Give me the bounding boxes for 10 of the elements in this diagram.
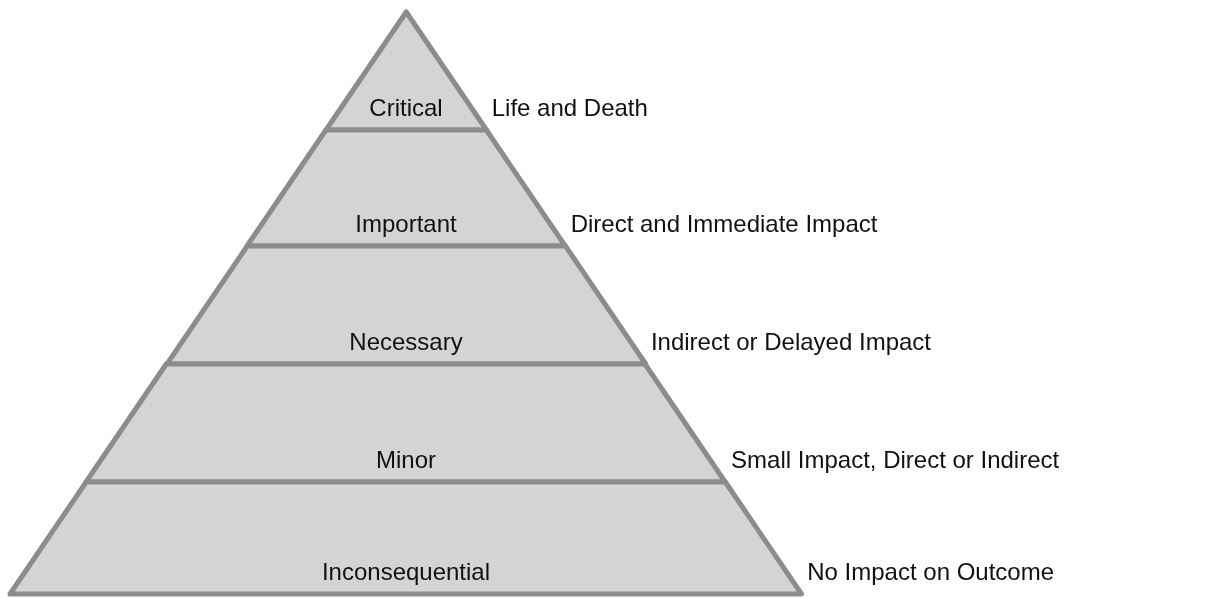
tier-description: Small Impact, Direct or Indirect: [731, 446, 1060, 474]
tier-description: Direct and Immediate Impact: [570, 210, 878, 238]
tier-label: Critical: [369, 94, 443, 122]
tier-label: Necessary: [349, 328, 463, 356]
tier-label: Inconsequential: [321, 558, 491, 586]
tier-description: Indirect or Delayed Impact: [650, 328, 931, 356]
tier-label: Minor: [376, 446, 436, 474]
tier-description: Life and Death: [491, 94, 648, 122]
tier-label: Important: [355, 210, 457, 238]
tier-description: No Impact on Outcome: [807, 558, 1055, 586]
